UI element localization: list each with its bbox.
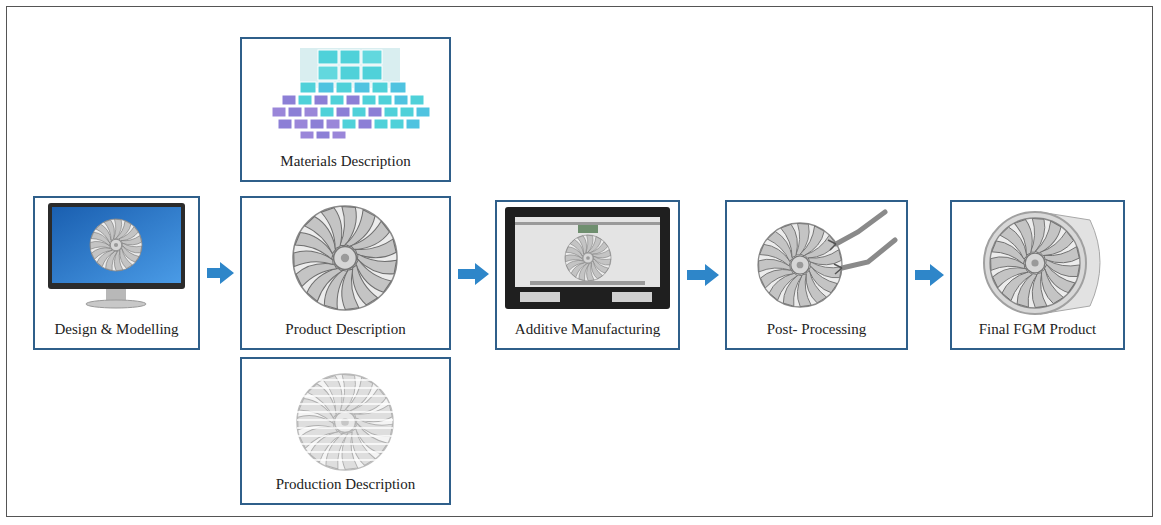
production-box: Production Description [240, 357, 451, 505]
materials-box: Materials Description [240, 37, 451, 182]
final-product-box: Final FGM Product [950, 200, 1125, 350]
engine-illustration [984, 212, 1100, 314]
box-label: Post- Processing [727, 321, 906, 338]
box-label: Final FGM Product [952, 321, 1123, 338]
product-box: Product Description [240, 196, 451, 350]
box-label: Design & Modelling [35, 321, 198, 338]
product-fan-illustration [293, 206, 398, 311]
flow-arrow [458, 263, 489, 285]
flow-arrow [687, 264, 719, 286]
flow-arrow [207, 262, 234, 284]
box-label: Materials Description [242, 153, 449, 170]
post-processing-box: Post- Processing [725, 200, 908, 350]
flow-arrow [915, 264, 944, 286]
production-slices-illustration [297, 374, 394, 471]
materials-blocks-illustration [272, 48, 430, 139]
monitor-illustration [48, 203, 185, 308]
design-box: Design & Modelling [33, 196, 200, 350]
manufacturing-box: Additive Manufacturing [495, 200, 680, 350]
post-processing-illustration [758, 212, 895, 308]
box-label: Product Description [242, 321, 449, 338]
printer-illustration [505, 207, 670, 309]
box-label: Production Description [242, 476, 449, 493]
box-label: Additive Manufacturing [497, 321, 678, 338]
